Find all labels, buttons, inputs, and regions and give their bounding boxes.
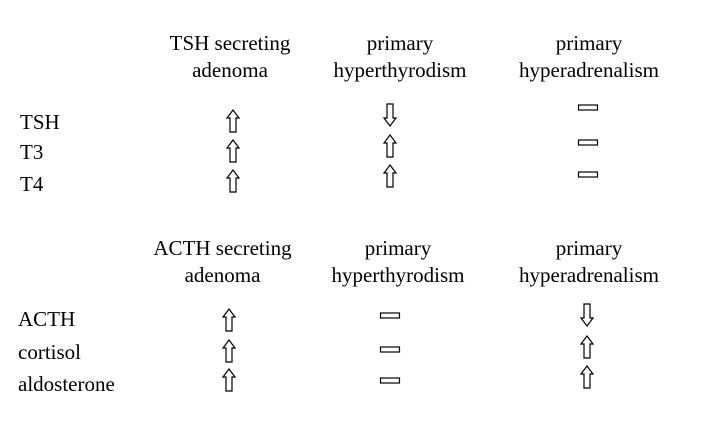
row-label-t4: T4 [20,172,44,196]
up-arrow-icon [219,368,239,392]
row-label-aldosterone: aldosterone [18,372,115,396]
column-header-primary-hyperthyrodism: primary hyperthyrodism [320,30,480,84]
no-change-icon [379,304,401,328]
no-change-icon [577,163,599,187]
column-header-line1: primary [555,236,623,260]
row-label-cortisol: cortisol [18,340,81,364]
up-arrow-icon [380,164,400,188]
column-header-primary-hyperthyrodism: primary hyperthyrodism [318,235,478,289]
row-label-tsh: TSH [20,110,60,134]
up-arrow-icon [223,109,243,133]
column-header-tsh-secreting-adenoma: TSH secreting adenoma [150,30,310,84]
up-arrow-icon [219,308,239,332]
column-header-primary-hyperadrenalism: primary hyperadrenalism [504,235,674,289]
row-label-acth: ACTH [18,307,76,331]
column-header-line1: TSH secreting [169,31,291,55]
up-arrow-icon [577,365,597,389]
column-header-line2: hyperadrenalism [519,58,659,82]
up-arrow-icon [380,134,400,158]
column-header-line1: ACTH secreting [153,236,292,260]
up-arrow-icon [219,339,239,363]
no-change-icon [577,96,599,120]
up-arrow-icon [577,335,597,359]
down-arrow-icon [577,303,597,327]
no-change-icon [577,131,599,155]
column-header-line1: primary [366,31,434,55]
column-header-line2: adenoma [184,263,261,287]
no-change-icon [379,338,401,362]
column-header-primary-hyperadrenalism: primary hyperadrenalism [504,30,674,84]
no-change-icon [379,369,401,393]
up-arrow-icon [223,169,243,193]
column-header-line1: primary [555,31,623,55]
column-header-line2: hyperadrenalism [519,263,659,287]
column-header-line2: hyperthyrodism [331,263,465,287]
down-arrow-icon [380,103,400,127]
column-header-acth-secreting-adenoma: ACTH secreting adenoma [140,235,305,289]
column-header-line2: hyperthyrodism [333,58,467,82]
row-label-t3: T3 [20,140,44,164]
up-arrow-icon [223,139,243,163]
column-header-line1: primary [364,236,432,260]
column-header-line2: adenoma [192,58,268,82]
